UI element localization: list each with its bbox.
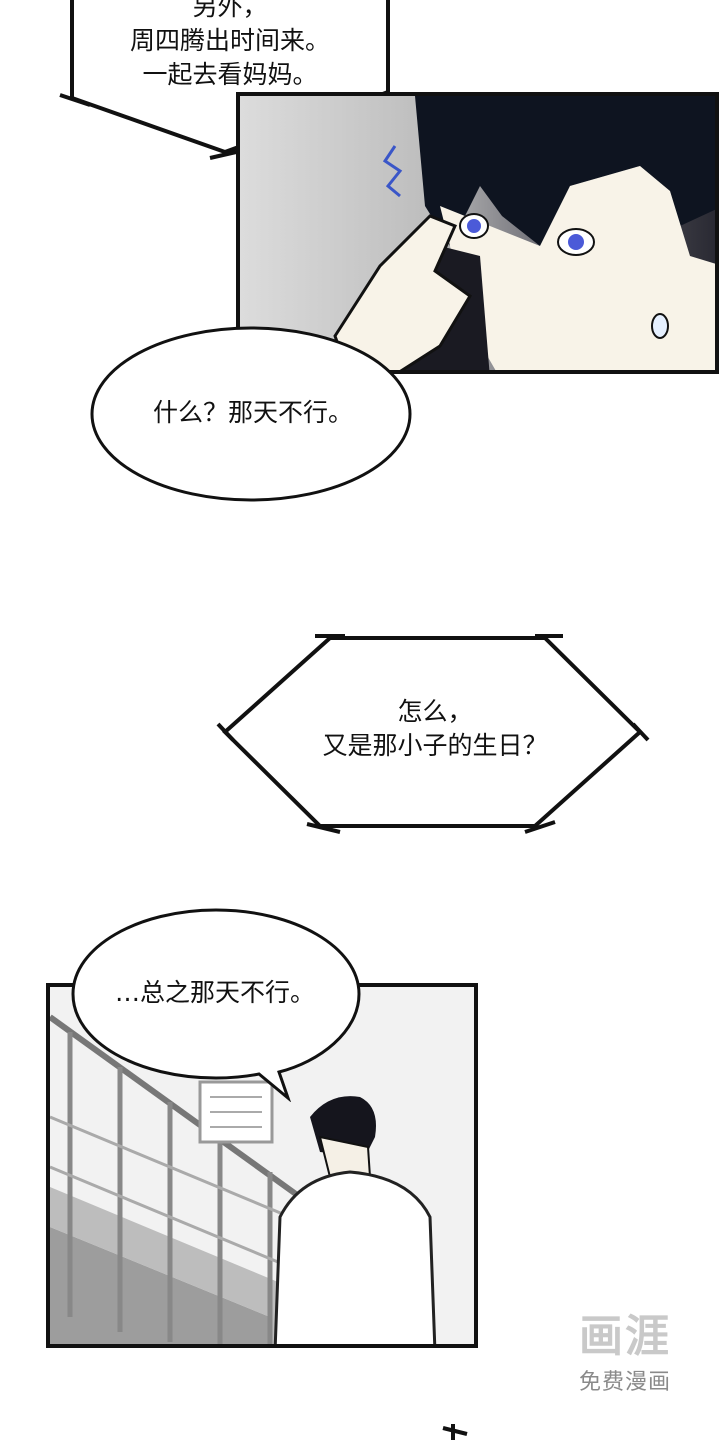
narration-line-1: 另外， bbox=[192, 0, 268, 21]
bubble-3-text: …总之那天不行。 bbox=[114, 978, 315, 1007]
narration-2-line-1: 怎么， bbox=[397, 697, 473, 726]
narration-2-text: 怎么， 又是那小子的生日？ bbox=[230, 695, 640, 763]
bottom-frame-fragment bbox=[442, 1424, 468, 1440]
speech-bubble-3 bbox=[71, 908, 361, 1102]
watermark-subtitle: 免费漫画 bbox=[578, 1370, 671, 1395]
bubble-1-text: 什么？那天不行。 bbox=[152, 398, 353, 427]
narration-line-2: 周四腾出时间来。 bbox=[129, 26, 330, 55]
narration-line-3: 一起去看妈妈。 bbox=[142, 60, 318, 89]
top-narration-text: 另外， 周四腾出时间来。 一起去看妈妈。 bbox=[80, 0, 380, 92]
speech-bubble-1 bbox=[90, 326, 412, 502]
phone-closeup-illustration bbox=[333, 96, 715, 370]
watermark: 画涯 免费漫画 bbox=[565, 1300, 685, 1396]
watermark-logo: 画涯 bbox=[579, 1311, 671, 1362]
narration-2-line-2: 又是那小子的生日？ bbox=[322, 731, 548, 760]
panel-phone-closeup bbox=[236, 92, 719, 374]
narration-2-frame bbox=[216, 634, 650, 834]
